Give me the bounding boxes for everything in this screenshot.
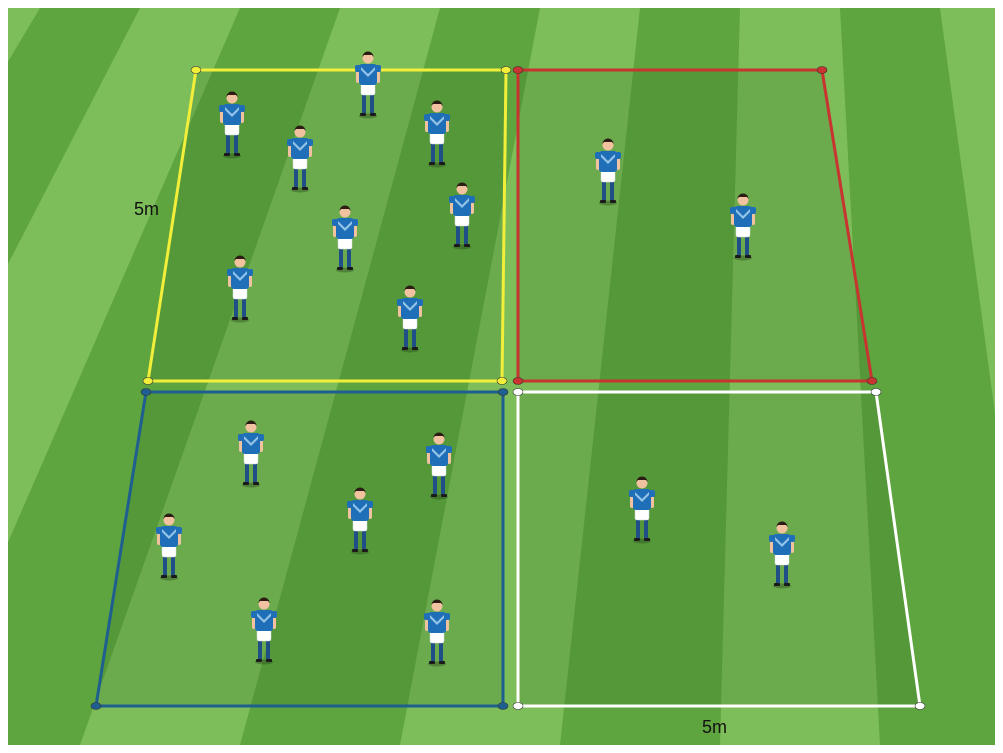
zone-red	[516, 68, 874, 383]
cone-marker	[142, 377, 154, 385]
cone-marker	[512, 702, 524, 710]
player	[238, 420, 264, 488]
player	[227, 255, 253, 323]
player	[424, 599, 450, 667]
cone-marker	[497, 388, 509, 396]
player	[287, 125, 313, 193]
cone-marker	[497, 702, 509, 710]
zone-yellow	[146, 68, 508, 383]
cone-marker	[866, 377, 878, 385]
cone-marker	[914, 702, 926, 710]
pitch-stripe	[8, 8, 40, 62]
corner-cones	[90, 66, 926, 710]
cone-marker	[816, 66, 828, 74]
pitch-stripe	[8, 8, 240, 543]
player	[449, 182, 475, 250]
player	[769, 521, 795, 589]
zone-white	[516, 390, 922, 708]
cone-marker	[90, 702, 102, 710]
player	[251, 597, 277, 665]
player	[219, 91, 245, 159]
pitch-stripe	[80, 8, 440, 745]
pitch-stripe	[940, 8, 995, 414]
player	[730, 193, 756, 261]
cone-marker	[870, 388, 882, 396]
pitch-stripe	[400, 8, 640, 745]
player	[397, 285, 423, 353]
pitch-stripe	[720, 8, 880, 745]
cone-marker	[512, 377, 524, 385]
player	[426, 432, 452, 500]
cone-marker	[190, 66, 202, 74]
player	[355, 51, 381, 119]
side-dimension-label: 5m	[134, 199, 159, 219]
player	[629, 476, 655, 544]
cone-marker	[496, 377, 508, 385]
players	[156, 51, 795, 667]
bottom-dimension-label: 5m	[702, 717, 727, 737]
player	[332, 205, 358, 273]
cone-marker	[500, 66, 512, 74]
player	[347, 487, 373, 555]
player	[156, 513, 182, 581]
cone-marker	[512, 66, 524, 74]
cone-marker	[140, 388, 152, 396]
cone-marker	[512, 388, 524, 396]
player	[424, 100, 450, 168]
player	[595, 138, 621, 206]
